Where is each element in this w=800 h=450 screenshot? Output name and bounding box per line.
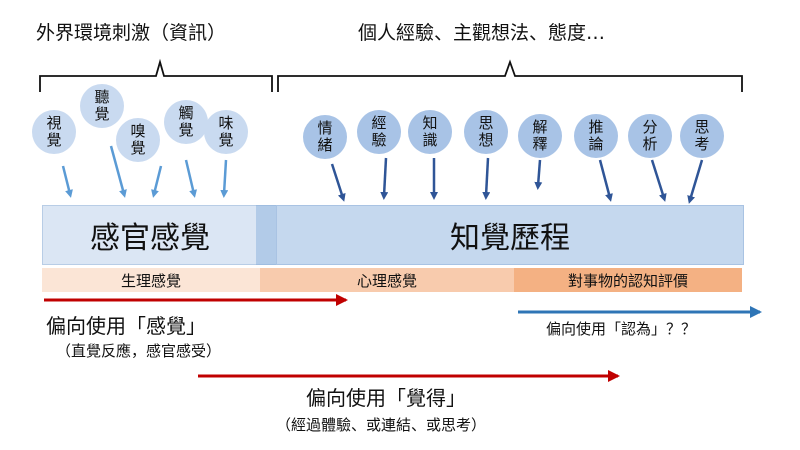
external-stimuli-heading: 外界環境刺激（資訊） (36, 22, 227, 44)
mind-circle-interpretation: 解釋 (518, 114, 562, 158)
arrow-smell (151, 165, 163, 198)
feel-title: 偏向使用「感覺」 (46, 314, 206, 338)
arrow-analysis (650, 159, 667, 202)
band-evaluation: 對事物的認知評價 (514, 268, 742, 292)
arrow-thinking (687, 159, 704, 204)
arrow-touch (184, 159, 197, 198)
perceive-title: 偏向使用「覺得」 (306, 386, 466, 410)
feel-subtitle: （直覺反應，感官感受） (56, 342, 222, 360)
sense-circle-touch: 觸覺 (164, 100, 208, 144)
sense-circle-hearing: 聽覺 (80, 84, 124, 128)
perceive-subtitle: （經過體驗、或連結、或思考） (276, 416, 487, 434)
left-bracket (39, 58, 273, 92)
arrow-emotion (330, 163, 346, 202)
sensory-box-label: 感官感覺 (90, 221, 210, 256)
think-title: 偏向使用「認為」？？ (546, 320, 697, 338)
arrow-interpretation (534, 159, 543, 190)
mind-circle-inference: 推論 (574, 114, 618, 158)
cognitive-box: 知覺歷程 (276, 205, 744, 265)
arrow-hearing (109, 145, 127, 198)
box-divider (256, 205, 276, 265)
arrow-sight (61, 165, 73, 198)
mind-circle-thought: 思想 (464, 110, 508, 154)
band-physiological: 生理感覺 (42, 268, 260, 292)
mind-circle-analysis: 分析 (628, 114, 672, 158)
arrow-inference (598, 159, 613, 202)
arrow-experience (380, 157, 389, 200)
mind-circle-thinking: 思考 (680, 114, 724, 158)
arrow-thought (482, 157, 491, 200)
mind-circle-knowledge: 知識 (408, 110, 452, 154)
right-bracket (277, 59, 743, 92)
sense-circle-smell: 嗅覺 (116, 118, 160, 162)
sense-circle-sight: 視覺 (32, 110, 76, 154)
sensory-box: 感官感覺 (42, 205, 258, 265)
band-psychological: 心理感覺 (260, 268, 514, 292)
mind-circle-experience: 經驗 (357, 110, 401, 154)
sense-circle-taste: 味覺 (204, 110, 248, 154)
arrow-taste (220, 159, 229, 198)
cognitive-box-label: 知覺歷程 (450, 221, 570, 256)
personal-experience-heading: 個人經驗、主觀想法、態度… (358, 22, 606, 44)
mind-circle-emotion: 情緒 (303, 115, 347, 159)
